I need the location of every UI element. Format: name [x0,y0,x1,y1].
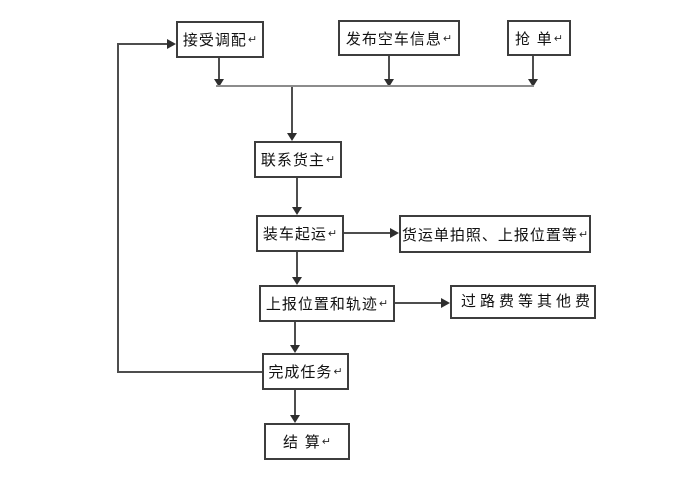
node-label: 联系货主 [260,151,325,169]
arrow-down-icon [292,207,302,215]
node-label: 装车起运 [262,225,327,243]
node-load-and-ship: 装车起运↵ [256,215,344,252]
arrow-right-icon [390,228,399,238]
flow-line [294,322,296,346]
arrow-down-icon [528,79,538,87]
node-tolls-other-fees: 过路费等其他费 用 [450,285,596,319]
arrow-down-icon [287,133,297,141]
flow-line [296,252,298,278]
node-label: 货运单拍照、上报位置等 [401,225,578,244]
side-line [344,232,392,234]
node-label: 接受调配 [182,31,247,49]
node-label: 上报位置和轨迹 [265,295,378,313]
arrow-right-icon [441,298,450,308]
paragraph-mark-icon: ↵ [321,435,331,448]
arrow-down-icon [290,345,300,353]
merge-bar [216,85,534,87]
node-waybill-photo-report-location: 货运单拍照、上报位置等↵ [399,215,591,253]
node-label: 完成任务 [268,363,333,381]
paragraph-mark-icon: ↵ [327,227,338,240]
node-label-clipped-line: 用 [461,313,594,317]
stem-accept-dispatch [218,58,220,80]
stem-publish-empty [388,56,390,80]
node-contact-cargo-owner: 联系货主↵ [254,141,342,178]
arrow-down-icon [292,277,302,285]
node-publish-empty-vehicle-info: 发布空车信息↵ [338,20,460,56]
node-report-location-and-track: 上报位置和轨迹↵ [259,285,395,322]
node-label: 发布空车信息 [345,29,442,48]
paragraph-mark-icon: ↵ [553,31,563,45]
node-grab-order: 抢 单↵ [507,20,571,56]
node-label-multiline: 过路费等其他费 用 [452,287,594,317]
paragraph-mark-icon: ↵ [325,153,336,166]
paragraph-mark-icon: ↵ [333,365,343,378]
paragraph-mark-icon: ↵ [442,31,453,45]
node-settlement: 结 算↵ [264,423,350,460]
arrow-down-icon [384,79,394,87]
paragraph-mark-icon: ↵ [578,227,589,241]
node-label: 抢 单 [515,29,553,48]
paragraph-mark-icon: ↵ [378,297,389,310]
arrow-down-icon [290,415,300,423]
node-complete-task: 完成任务↵ [262,353,349,390]
flow-line [294,390,296,416]
feedback-line-top [117,43,168,45]
arrow-right-icon [167,39,176,49]
drop-line [291,87,293,134]
node-label: 结 算 [283,433,321,451]
feedback-line-vertical [117,43,119,373]
paragraph-mark-icon: ↵ [247,33,258,46]
flow-line [296,178,298,208]
feedback-line-bottom [117,371,262,373]
node-label: 过路费等其他费 [461,292,594,310]
stem-grab-order [532,56,534,80]
arrow-down-icon [214,79,224,87]
side-line [395,302,443,304]
node-accept-dispatch: 接受调配↵ [176,21,264,58]
